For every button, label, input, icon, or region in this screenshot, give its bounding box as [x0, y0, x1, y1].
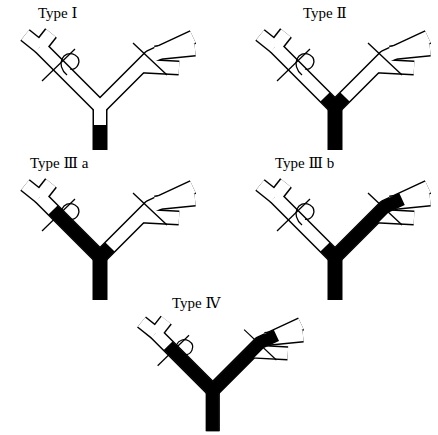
type-4-duct	[142, 320, 304, 431]
type-label: Type Ⅰ	[38, 4, 77, 22]
type-3a-duct	[25, 183, 195, 300]
type-3b-duct	[260, 183, 430, 300]
type-2-duct	[260, 33, 430, 150]
type-1-duct	[25, 33, 195, 150]
type-label: Type Ⅱ	[303, 4, 347, 22]
type-label: Type Ⅲ a	[30, 154, 88, 172]
type-label: Type Ⅳ	[172, 294, 221, 312]
type-label: Type Ⅲ b	[275, 154, 334, 172]
